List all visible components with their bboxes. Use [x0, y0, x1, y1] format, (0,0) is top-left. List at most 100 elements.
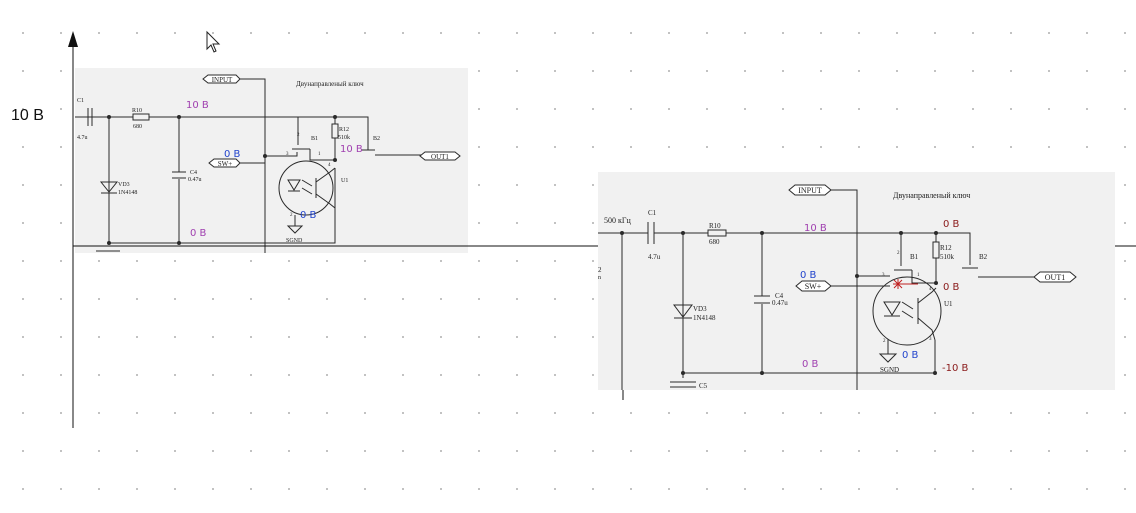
left-u1-led: [287, 179, 301, 191]
right-r10-label: R10: [709, 222, 721, 230]
right-junction: [681, 371, 685, 375]
left-voltage-annotation: 0 В: [190, 228, 207, 239]
left-voltage-annotation: 0 В: [224, 149, 241, 160]
right-sw-port-label: SW+: [805, 282, 822, 291]
left-pin-label: 2: [290, 213, 293, 218]
left-r10: [132, 113, 150, 121]
left-pin-label: 1: [318, 152, 321, 157]
right-title: Двунаправленый ключ: [893, 191, 970, 200]
axis-voltage-label: 10 В: [11, 107, 44, 124]
right-u1-led: [883, 301, 901, 316]
left-input-port: [202, 74, 241, 84]
right-junction: [681, 231, 685, 235]
left-title: Двунаправленый ключ: [296, 80, 364, 88]
right-out-port: [1033, 271, 1077, 283]
left-schematic: [75, 78, 425, 253]
right-out-port-label: OUT1: [1045, 273, 1065, 282]
right-input-port-label: INPUT: [798, 186, 822, 195]
right-junction: [855, 274, 859, 278]
right-junction: [899, 231, 903, 235]
left-c4-label: C4: [190, 170, 197, 176]
left-pin-label: 4: [328, 163, 331, 168]
right-r10: [707, 229, 727, 237]
left-wire-input: [240, 78, 266, 253]
right-pin-label: 3: [882, 273, 885, 278]
right-vd3-label: VD3: [693, 305, 707, 313]
left-u1-body: [278, 160, 334, 216]
right-b2-label: B2: [979, 253, 988, 261]
right-r12-label: R12: [940, 244, 952, 252]
left-voltage-annotation: 10 В: [186, 100, 209, 111]
right-voltage-annotation: 0 В: [902, 350, 919, 361]
right-sgnd-label: SGND: [880, 366, 899, 374]
left-junction: [177, 115, 181, 119]
left-input-port-label: INPUT: [212, 76, 233, 84]
right-u1-emitter: [917, 317, 936, 341]
y-axis-arrow-icon: [68, 31, 78, 47]
right-pin-label: 4: [929, 287, 932, 292]
right-junction: [934, 281, 938, 285]
right-u1-label: U1: [944, 300, 953, 308]
right-pin-label: 1: [917, 273, 920, 278]
left-voltage-annotation: 0 В: [300, 210, 317, 221]
left-c1-value: 4.7u: [77, 135, 88, 141]
left-r10-value: 680: [133, 124, 142, 130]
right-b1-source: [911, 270, 936, 284]
right-vd3-value: 1N4148: [693, 314, 716, 322]
left-out-port-label: OUT1: [431, 153, 449, 161]
left-r10-label: R10: [132, 108, 142, 114]
right-r10-value: 680: [709, 238, 720, 246]
left-u1-emitter: [315, 193, 336, 243]
right-r12-value: 510k: [940, 253, 955, 261]
left-out-port: [419, 151, 461, 161]
left-vd3-diode: [99, 181, 119, 193]
right-c4-value: 0.47u: [772, 299, 788, 307]
left-pin-label: 2: [297, 133, 300, 138]
right-u1-collector: [917, 287, 937, 304]
left-b1-label: B1: [311, 136, 318, 142]
left-junction: [333, 115, 337, 119]
left-junction: [177, 241, 181, 245]
left-r12-label: R12: [339, 127, 349, 133]
left-junction: [333, 158, 337, 162]
left-junction: [107, 241, 111, 245]
right-voltage-annotation: 0 В: [943, 282, 960, 293]
right-edge-label: 2: [598, 266, 602, 274]
right-junction: [760, 371, 764, 375]
left-schematic-pane: [75, 68, 468, 253]
left-wire-top-b: [149, 116, 369, 150]
left-u1-ray-a: [301, 179, 313, 187]
left-junction: [107, 115, 111, 119]
left-c4-value: 0.47u: [188, 177, 202, 183]
left-sw-port-label: SW+: [218, 160, 233, 168]
left-sw-port: [208, 158, 241, 168]
left-r12-value: 510k: [338, 135, 350, 141]
right-c5-label: C5: [699, 382, 708, 390]
right-junction: [933, 371, 937, 375]
mouse-cursor-icon: [206, 30, 221, 53]
left-vd3-value: 1N4148: [118, 190, 137, 196]
right-wire-top-c: [726, 232, 971, 265]
right-u1-ray-a: [901, 301, 914, 310]
right-voltage-annotation: 0 В: [800, 270, 817, 281]
right-c4-label: C4: [775, 292, 784, 300]
right-voltage-annotation: 10 В: [804, 223, 827, 234]
right-junction: [934, 231, 938, 235]
axes: [68, 31, 1136, 428]
right-wire-input: [831, 189, 858, 390]
right-voltage-annotation: 0 В: [802, 359, 819, 370]
right-c1-value: 4.7u: [648, 253, 661, 261]
left-u1-ray-b: [301, 187, 313, 195]
left-wire-b1-gate: [265, 152, 298, 157]
right-u1-body: [872, 276, 942, 346]
left-sgnd-label: SGND: [286, 238, 303, 244]
probe-marker-icon: [893, 279, 918, 289]
left-junction: [263, 154, 267, 158]
left-u1-label: U1: [341, 178, 348, 184]
left-voltage-annotation: 10 В: [340, 144, 363, 155]
right-input-port: [788, 184, 832, 196]
right-voltage-annotation: 0 В: [943, 219, 960, 230]
left-b1-source: [309, 149, 335, 161]
left-junctions: [107, 115, 337, 245]
